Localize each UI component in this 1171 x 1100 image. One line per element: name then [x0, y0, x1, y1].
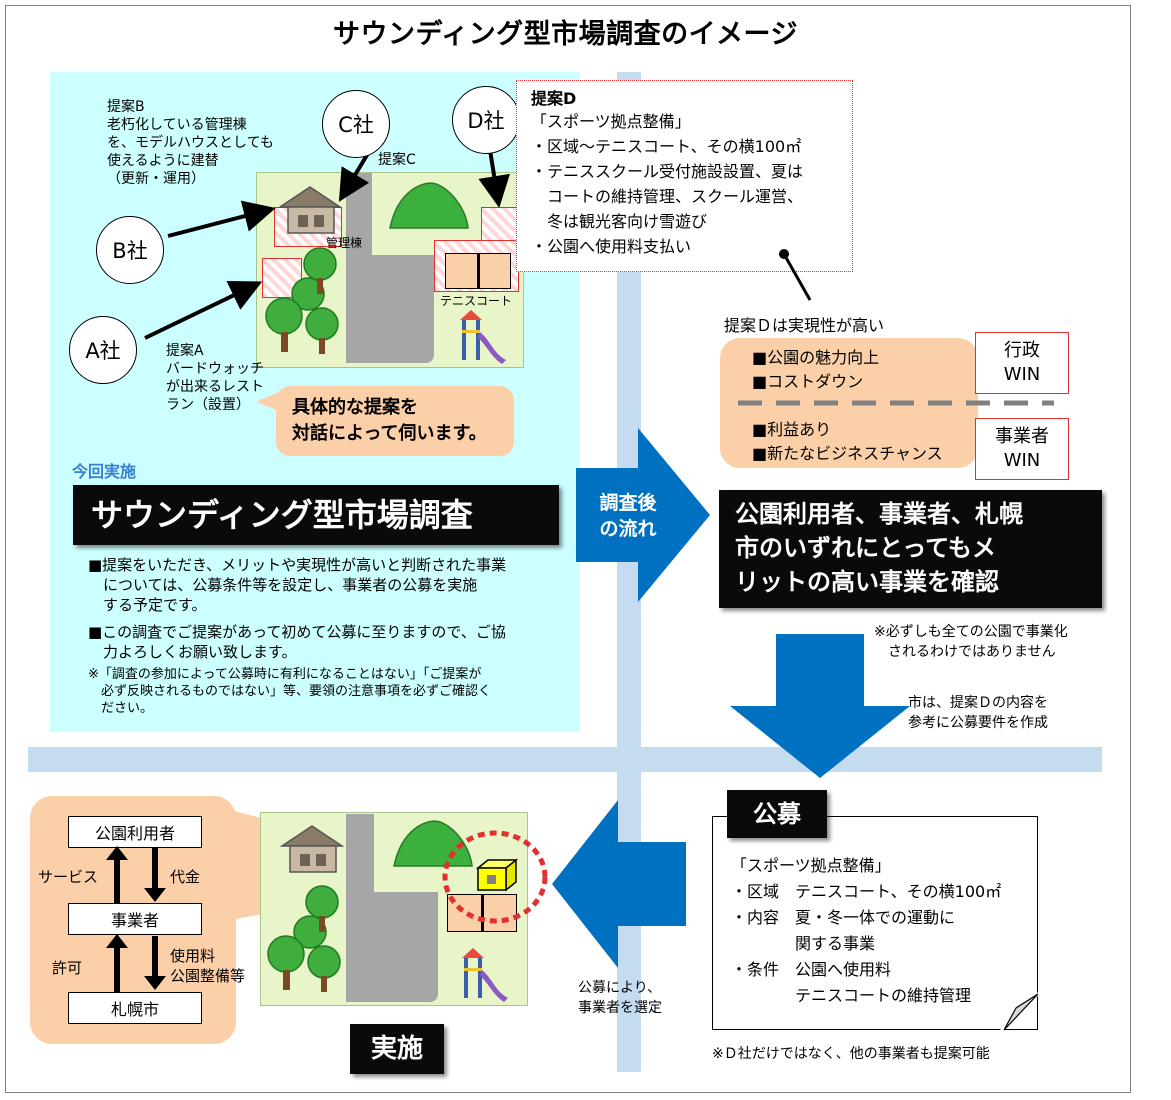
playground-slide-icon: [462, 948, 508, 1002]
confirm-note: ※必ずしも全ての公園で事業化 されるわけではありません: [874, 624, 1068, 660]
permit-label: 許可: [52, 959, 83, 977]
business-win-box: 事業者 WIN: [975, 418, 1069, 480]
business-merits: ■利益あり ■新たなビジネスチャンス: [752, 420, 943, 463]
proposal-d-heading: 提案D: [531, 89, 577, 108]
company-b-circle: B社: [96, 216, 164, 284]
tree-icon: [267, 885, 341, 992]
callout-bubble: 具体的な提案を 対話によって伺います。: [276, 386, 514, 456]
horizontal-divider-band: [28, 747, 1102, 772]
proposal-d-box: 提案D 「スポーツ拠点整備」 ・区域～テニスコート、その横100㎡ ・テニススク…: [516, 80, 853, 272]
playground-slide-icon: [460, 310, 506, 364]
flow-label: 調査後 の流れ: [599, 492, 657, 540]
park-road: [346, 892, 438, 1002]
feasibility-note: 提案Ｄは実現性が高い: [724, 316, 885, 335]
proposal-b-text: 提案B 老朽化している管理棟 を、モデルハウスとしても 使えるように建替 （更新…: [107, 99, 274, 187]
outer-frame: [5, 5, 1131, 1093]
current-label: 今回実施: [72, 462, 137, 481]
tree-icon: [265, 247, 339, 354]
koubo-note-card: 「スポーツ拠点整備」 ・区域 テニスコート、その横100㎡ ・内容 夏・冬一体で…: [712, 816, 1038, 1030]
city-note: 市は、提案Ｄの内容を 参考に公募要件を作成: [908, 695, 1048, 731]
company-c-circle: C社: [322, 90, 390, 158]
proposal-d-body: 「スポーツ拠点整備」 ・区域～テニスコート、その横100㎡ ・テニススクール受付…: [531, 112, 804, 256]
current-bullet-2: ■この調査でご提案があって初めて公募に至りますので、ご協 力よろしくお願い致しま…: [88, 623, 506, 661]
selection-note: 公募により、 事業者を選定: [578, 980, 662, 1016]
payment-label: 代金: [170, 868, 201, 886]
current-note: ※「調査の参加によって公募時に有利になることはない」「ご提案が 必ず反映されるも…: [88, 667, 492, 716]
confirm-banner: 公園利用者、事業者、札幌 市のいずれにとってもメ リットの高い事業を確認: [719, 490, 1102, 608]
tennis-court: [445, 253, 511, 289]
flow-arrow-down: [730, 634, 910, 778]
tennis-court: [447, 894, 517, 932]
management-building-label: 管理棟: [326, 236, 363, 250]
house-icon: [279, 825, 345, 873]
service-label: サービス: [38, 868, 99, 886]
proposal-d-pointer: [779, 249, 812, 301]
highlight-circle: [442, 830, 548, 924]
fee-label: 使用料 公園整備等: [170, 947, 246, 985]
park-road: [346, 255, 434, 363]
koubo-card-fold: [1000, 992, 1039, 1031]
merits-divider: [738, 400, 1054, 406]
implementation-label: 実施: [350, 1024, 444, 1074]
relation-arrows: [106, 846, 166, 992]
company-d-circle: D社: [452, 86, 520, 154]
flow-arrow-right: [576, 428, 710, 602]
admin-merits: ■公園の魅力向上 ■コストダウン: [752, 348, 880, 391]
page-title: サウンディング型市場調査のイメージ: [332, 19, 799, 50]
flow-arrow-left: [552, 800, 686, 968]
tennis-court-label: テニスコート: [440, 294, 513, 308]
koubo-label: 公募: [727, 790, 827, 838]
koubo-note: ※Ｄ社だけではなく、他の事業者も提案可能: [712, 1046, 990, 1062]
reception-building-icon: [476, 858, 518, 892]
company-a-circle: A社: [69, 316, 137, 384]
admin-win-box: 行政 WIN: [975, 332, 1069, 394]
proposal-c-text: 提案C: [378, 152, 416, 168]
park-user-box: 公園利用者: [68, 816, 202, 848]
city-box: 札幌市: [68, 992, 202, 1024]
mountain-icon: [389, 182, 469, 229]
proposal-arrows: [144, 148, 511, 340]
survey-banner: サウンディング型市場調査: [73, 485, 559, 545]
current-bullet-1: ■提案をいただき、メリットや実現性が高いと判断された事業 については、公募条件等…: [88, 556, 507, 614]
proposal-a-text: 提案A バードウォッチ が出来るレスト ラン（設置）: [166, 343, 264, 413]
operator-box: 事業者: [68, 903, 202, 935]
house-icon: [277, 186, 343, 234]
koubo-body: 「スポーツ拠点整備」 ・区域 テニスコート、その横100㎡ ・内容 夏・冬一体で…: [731, 856, 1002, 1005]
